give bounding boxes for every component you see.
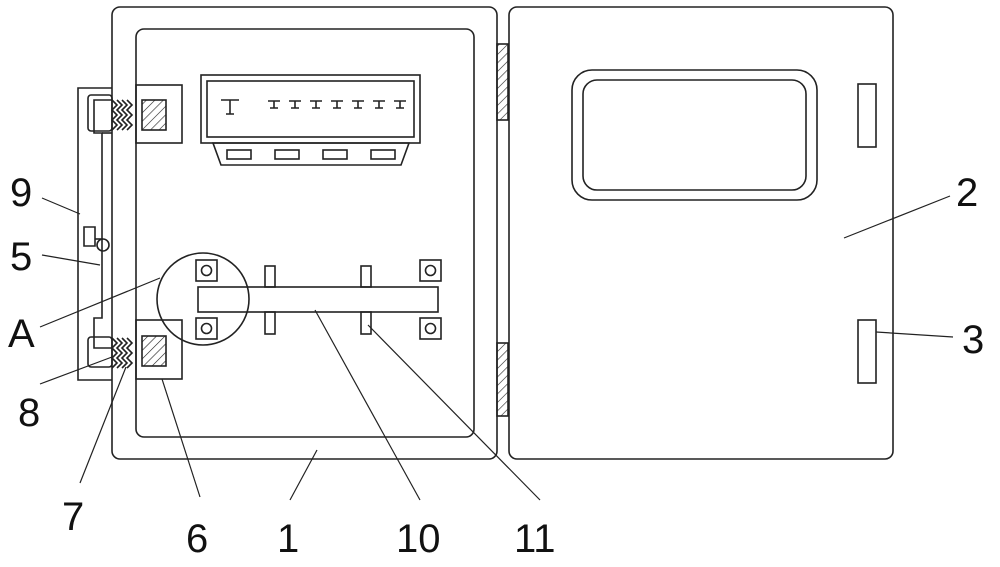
callout-5: 5 bbox=[10, 235, 32, 279]
detail-circle-a bbox=[156, 252, 250, 346]
hinge-bottom bbox=[496, 342, 509, 417]
callout-10: 10 bbox=[396, 517, 441, 561]
leader-lines bbox=[39, 195, 954, 501]
cabinet-body bbox=[111, 6, 498, 460]
callout-6: 6 bbox=[186, 517, 208, 561]
callout-1: 1 bbox=[277, 517, 299, 561]
callout-2: 2 bbox=[956, 171, 978, 215]
terminal-block bbox=[200, 74, 421, 166]
lock-latch bbox=[83, 226, 110, 252]
spring-clamp-bottom bbox=[87, 319, 183, 380]
callout-11: 11 bbox=[514, 517, 556, 561]
callout-9: 9 bbox=[10, 171, 32, 215]
side-frame bbox=[77, 87, 112, 381]
callout-a: A bbox=[8, 312, 35, 356]
door-handle bbox=[857, 319, 877, 384]
callout-labels: 9 5 A 8 7 6 1 10 11 2 3 bbox=[8, 171, 984, 561]
slide-rail bbox=[195, 259, 442, 340]
callout-3: 3 bbox=[962, 318, 984, 362]
cabinet-door bbox=[508, 6, 894, 460]
spring-clamp-top bbox=[87, 84, 183, 144]
hinge-top bbox=[496, 43, 509, 121]
callout-7: 7 bbox=[62, 495, 84, 539]
callout-8: 8 bbox=[18, 391, 40, 435]
